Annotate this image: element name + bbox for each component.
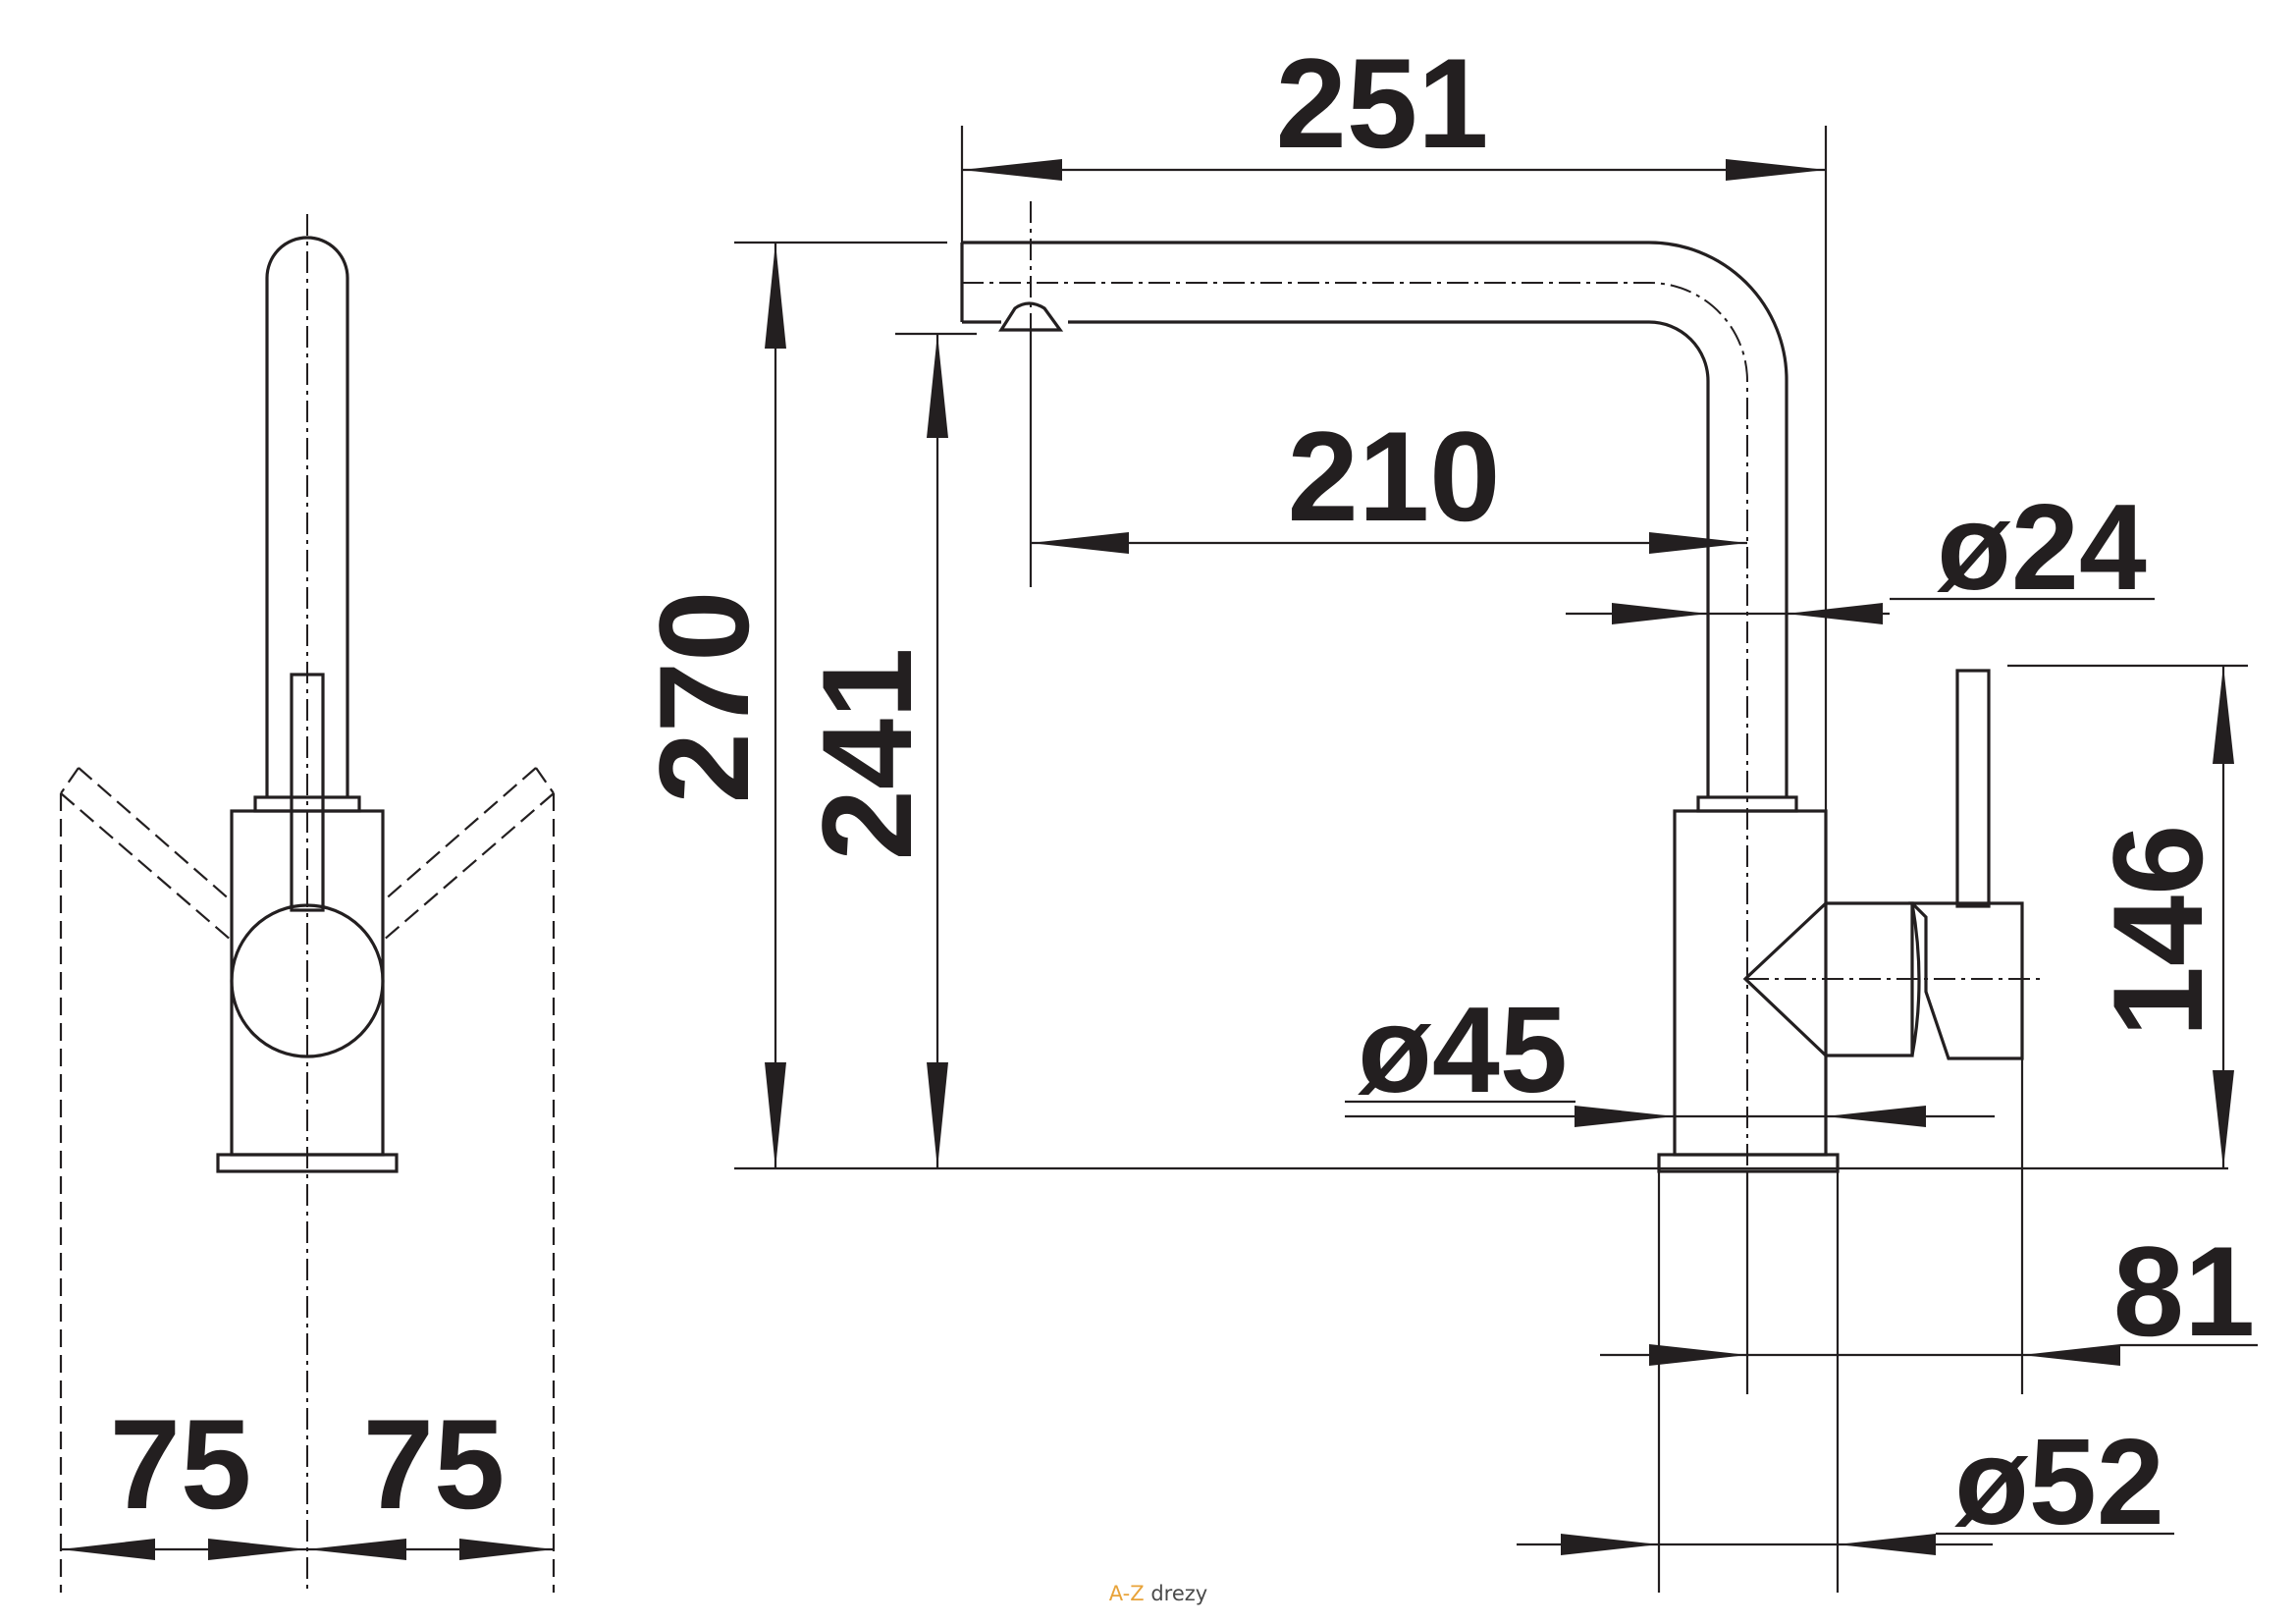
arrow-210-right bbox=[1649, 532, 1747, 554]
arrow-146-bottom bbox=[2213, 1070, 2234, 1168]
arrow-d52-left bbox=[1561, 1534, 1659, 1555]
side-spout-inner bbox=[1068, 320, 1710, 797]
dim-body-diameter: ø45 bbox=[1358, 983, 1568, 1118]
lever-swing-left-lower bbox=[60, 792, 233, 942]
dim-outlet-height: 241 bbox=[795, 648, 938, 861]
dim-lever-swing-left: 75 bbox=[110, 1392, 252, 1536]
dim-total-height: 270 bbox=[632, 591, 775, 804]
footer-brand-prefix: A-Z bbox=[1109, 1582, 1145, 1605]
side-view: 251 210 ø24 270 241 146 bbox=[632, 31, 2258, 1593]
front-base bbox=[216, 1153, 399, 1173]
dim-spout-diameter: ø24 bbox=[1937, 480, 2147, 616]
arrow-210-left bbox=[1031, 532, 1129, 554]
swing-arrow-4 bbox=[459, 1539, 554, 1560]
arrow-d45-left bbox=[1575, 1106, 1675, 1127]
side-cartridge-rim bbox=[1910, 902, 1921, 1056]
arrow-81-right bbox=[2022, 1344, 2120, 1366]
side-lever-stem bbox=[1955, 669, 1991, 908]
arrow-241-top bbox=[927, 334, 948, 438]
arrow-d45-right bbox=[1826, 1106, 1926, 1127]
swing-arrow-2 bbox=[208, 1539, 307, 1560]
front-spout bbox=[265, 236, 349, 797]
dim-lever-offset: 81 bbox=[2113, 1219, 2256, 1363]
side-spout-centerline bbox=[962, 282, 1748, 1375]
side-lever-handle bbox=[1908, 901, 2024, 1060]
dim-lever-swing-right: 75 bbox=[363, 1392, 506, 1536]
front-lever-stem bbox=[290, 673, 325, 912]
dim-base-diameter: ø52 bbox=[1954, 1415, 2164, 1550]
dim-spout-reach: 210 bbox=[1288, 405, 1501, 548]
arrow-241-bottom bbox=[927, 1062, 948, 1168]
side-cartridge-cone bbox=[1742, 901, 1828, 1057]
footer-brand-suffix: drezy bbox=[1145, 1582, 1208, 1605]
dim-total-width: 251 bbox=[1276, 31, 1489, 175]
lever-swing-right-upper bbox=[382, 767, 537, 902]
arrow-81-left bbox=[1649, 1344, 1747, 1366]
swing-arrow-1 bbox=[61, 1539, 155, 1560]
arrow-146-top bbox=[2213, 666, 2234, 764]
dim-lever-height: 146 bbox=[2086, 825, 2229, 1038]
side-spout-outer bbox=[962, 241, 1789, 797]
lever-swing-left-tip bbox=[60, 767, 80, 794]
arrow-d24-right bbox=[1787, 603, 1883, 624]
front-view: 75 75 bbox=[59, 214, 556, 1593]
footer-brand: A-Z drezy bbox=[1109, 1582, 1207, 1605]
arrow-d24-left bbox=[1612, 603, 1708, 624]
arrow-d52-right bbox=[1838, 1534, 1936, 1555]
lever-swing-left-upper bbox=[78, 767, 233, 902]
arrow-270-top bbox=[765, 243, 786, 349]
arrow-251-left bbox=[962, 159, 1062, 181]
swing-arrow-3 bbox=[307, 1539, 406, 1560]
arrow-251-right bbox=[1726, 159, 1826, 181]
arrow-270-bottom bbox=[765, 1062, 786, 1168]
lever-swing-right-lower bbox=[382, 792, 555, 942]
lever-swing-right-tip bbox=[535, 767, 555, 794]
front-cartridge-circle bbox=[230, 903, 385, 1058]
